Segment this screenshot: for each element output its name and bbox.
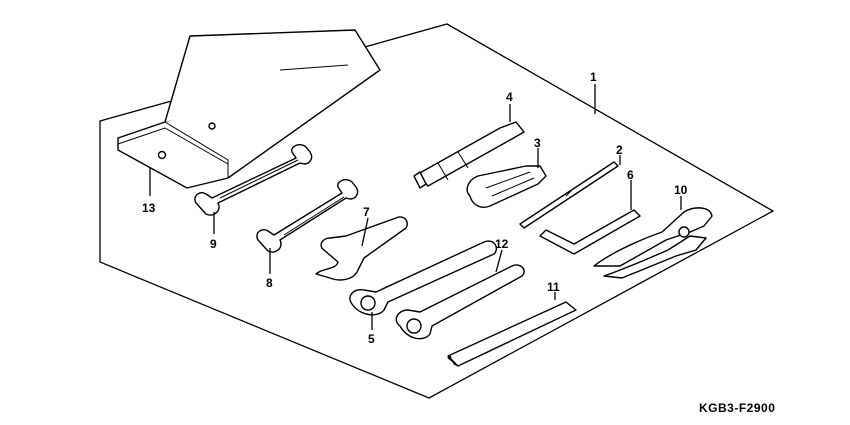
wrench-12	[395, 264, 525, 340]
wrench-8	[256, 179, 359, 253]
screwdriver-handle-3	[466, 165, 547, 208]
callout-6: 6	[627, 168, 634, 182]
callout-11: 11	[547, 280, 560, 294]
tool-bag-13	[117, 29, 381, 189]
callout-5: 5	[368, 332, 375, 346]
handle-tube-11	[447, 301, 577, 367]
callout-1: 1	[590, 70, 597, 84]
callout-7: 7	[363, 205, 370, 219]
callout-13: 13	[142, 201, 156, 215]
diagram-code: KGB3-F2900	[699, 401, 776, 415]
pliers-10	[593, 207, 713, 279]
wrench-9	[194, 144, 313, 216]
leader-lines	[149, 84, 682, 330]
screwdriver-extension-4	[413, 121, 525, 189]
callout-2: 2	[616, 143, 623, 157]
callout-9: 9	[210, 237, 217, 251]
callout-3: 3	[534, 136, 541, 150]
callout-10: 10	[674, 183, 688, 197]
callout-8: 8	[266, 276, 273, 290]
hex-wrench-6	[539, 209, 641, 255]
callout-12: 12	[495, 237, 509, 251]
screwdriver-bit-2	[519, 161, 619, 229]
pin-spanner-7	[315, 216, 408, 281]
tool-set-outline	[99, 23, 775, 399]
callout-4: 4	[506, 90, 513, 104]
